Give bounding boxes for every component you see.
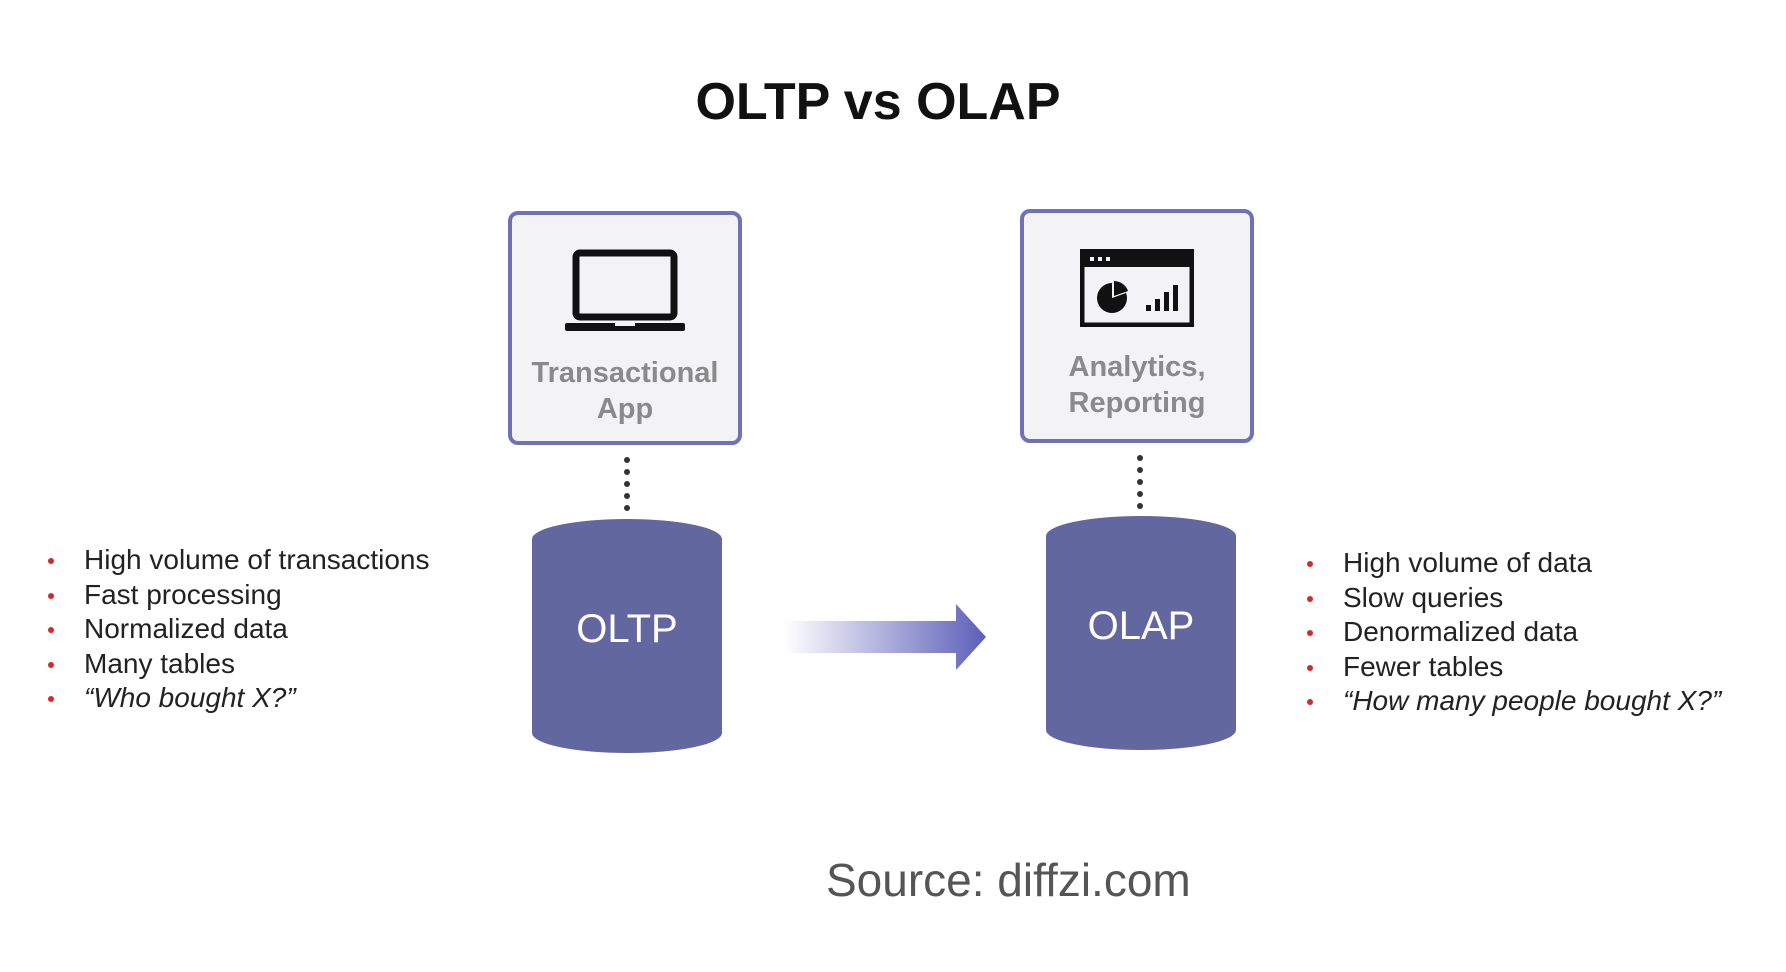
oltp-database-icon (532, 519, 722, 753)
bullet-dot (1307, 699, 1313, 705)
list-item: Denormalized data (1307, 615, 1721, 650)
app-label-line1: Analytics, (1068, 351, 1206, 383)
oltp-dotted-connector (624, 457, 630, 511)
bullet-dot (48, 592, 54, 599)
app-label-line2: Reporting (1068, 387, 1206, 419)
bullet-dot (48, 627, 54, 633)
bullet-dot (48, 696, 54, 702)
olap-database-icon (1046, 516, 1236, 750)
right-arrow-icon (784, 604, 986, 670)
source-credit: Source: diffzi.com (826, 854, 1191, 906)
bullet-dot (1307, 664, 1313, 671)
page-title: OLTP vs OLAP (695, 73, 1061, 131)
olap-database-label: OLAP (1087, 604, 1195, 648)
bullet-dot (1307, 561, 1313, 567)
list-item: Many tables (48, 647, 430, 682)
app-label-line1: Transactional (531, 357, 719, 389)
olap-dotted-connector (1137, 455, 1143, 509)
analytics-reporting-box: Analytics, Reporting (1020, 209, 1254, 443)
app-label-line2: App (596, 393, 654, 425)
transactional-app-box: Transactional App (508, 211, 742, 445)
oltp-database-label: OLTP (576, 607, 678, 651)
analytics-dashboard-icon (1080, 249, 1194, 327)
list-item: Fewer tables (1307, 650, 1721, 685)
bullet-dot (1307, 595, 1313, 602)
olap-characteristics-list: High volume of data Slow queries Denorma… (1307, 546, 1721, 719)
laptop-icon (565, 249, 685, 331)
bullet-dot (48, 558, 54, 564)
list-item: High volume of transactions (48, 543, 430, 578)
list-item: Fast processing (48, 578, 430, 613)
list-item: Slow queries (1307, 581, 1721, 616)
bullet-dot (1307, 630, 1313, 636)
bullet-dot (48, 661, 54, 668)
list-item: “How many people bought X?” (1307, 684, 1721, 719)
oltp-characteristics-list: High volume of transactions Fast process… (48, 543, 430, 716)
list-item: Normalized data (48, 612, 430, 647)
list-item: High volume of data (1307, 546, 1721, 581)
list-item: “Who bought X?” (48, 681, 430, 716)
